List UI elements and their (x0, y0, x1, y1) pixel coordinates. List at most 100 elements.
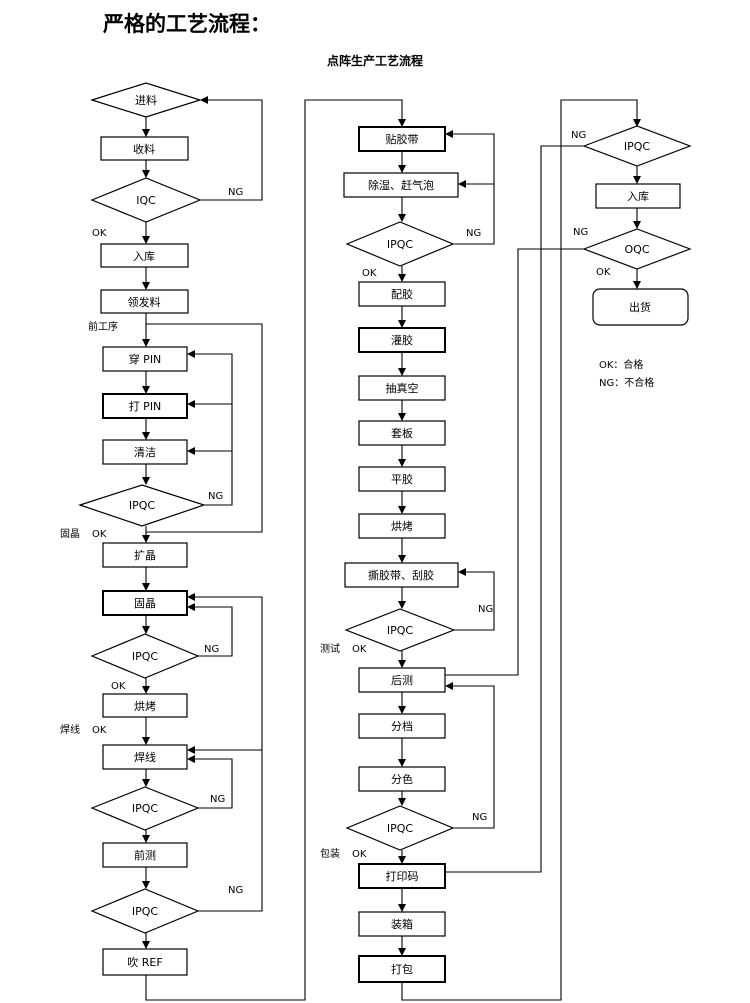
label-test-prefix: 测试 (320, 642, 340, 655)
box-die-bond (102, 590, 188, 616)
label-ng-iqc: NG (228, 187, 243, 198)
label-tear: 撕胶带、刮胶 (368, 568, 434, 582)
label-ng-ipqc-7: NG (472, 812, 487, 823)
label-wire-bond: 焊线 (134, 750, 156, 764)
label-expand: 扩晶 (134, 548, 156, 562)
label-ok-bake: OK (92, 725, 107, 736)
label-ng-oqc: NG (573, 227, 588, 238)
label-blow: 吹 REF (127, 956, 162, 969)
label-ipqc-8: IPQC (624, 140, 651, 153)
flow-labels: NG OK 前工序 NG 固晶 OK NG OK 焊线 OK NG NG NG … (60, 130, 611, 896)
label-ng-ipqc-1: NG (208, 491, 223, 502)
label-ipqc-7: IPQC (387, 822, 414, 835)
label-ng-ipqc-2: NG (204, 644, 219, 655)
label-pour: 灌胶 (391, 333, 413, 347)
label-hit-pin: 打 PIN (129, 399, 162, 413)
label-die-bond-prefix: 固晶 (60, 528, 80, 540)
label-grade: 分档 (391, 719, 413, 733)
label-clean: 清洁 (134, 446, 156, 459)
label-mix: 配胶 (391, 287, 413, 301)
box-pre-test (102, 842, 188, 868)
label-vacuum: 抽真空 (386, 381, 419, 395)
label-front-process: 前工序 (88, 320, 118, 333)
box-receive (100, 136, 189, 161)
label-bake: 烘烤 (134, 699, 156, 713)
box-vacuum (358, 375, 446, 401)
label-ipqc-4: IPQC (132, 905, 159, 918)
connectors-column-1 (142, 96, 406, 1001)
label-wire-bond-prefix: 焊线 (60, 723, 80, 736)
connectors-column-2 (398, 99, 641, 1001)
column-3: IPQC 入库 OQC 出货 (582, 125, 692, 326)
chart-title: 点阵生产工艺流程 (326, 54, 423, 68)
label-print: 打印码 (386, 869, 419, 883)
legend-ng: NG：不合格 (599, 376, 654, 389)
box-pick (100, 289, 189, 314)
box-warehouse-2 (595, 183, 681, 209)
label-ng-ipqc-4: NG (228, 885, 243, 896)
label-warehouse-2: 入库 (627, 190, 649, 203)
label-oqc: OQC (625, 243, 650, 256)
label-warehouse: 入库 (133, 250, 155, 263)
label-die-bond: 固晶 (134, 597, 156, 610)
diamond-oqc (582, 228, 692, 270)
label-box: 装箱 (391, 917, 413, 931)
box-bake (102, 693, 188, 718)
box-pack (358, 955, 446, 983)
label-ok-oqc: OK (596, 267, 611, 278)
label-ok-ipqc-1: OK (92, 529, 107, 540)
page-title: 严格的工艺流程： (103, 12, 271, 36)
label-ipqc-2: IPQC (132, 650, 159, 663)
label-color: 分色 (391, 772, 413, 786)
box-ship (592, 288, 689, 326)
label-ng-ipqc-6: NG (478, 604, 493, 615)
label-ok-ipqc-7: OK (352, 849, 367, 860)
label-tape: 贴胶带 (386, 132, 419, 146)
label-ipqc-5: IPQC (387, 238, 414, 251)
label-flat: 平胶 (391, 472, 413, 486)
box-pour (358, 327, 446, 353)
label-receive: 收料 (133, 142, 155, 156)
label-ipqc-3: IPQC (132, 802, 159, 815)
label-ok-ipqc-6: OK (352, 644, 367, 655)
box-tear (344, 562, 459, 588)
label-pack: 打包 (391, 962, 413, 976)
label-post-test: 后测 (391, 674, 413, 687)
label-ng-ipqc-8: NG (571, 130, 586, 141)
box-color (358, 766, 446, 792)
label-pre-test: 前测 (134, 848, 156, 862)
box-clean (102, 439, 188, 465)
label-pack-prefix: 包装 (320, 847, 340, 860)
column-1: 进料 收料 IQC 入库 领发料 穿 PIN 打 PIN 清洁 IPQC 扩晶 … (78, 82, 406, 1001)
label-pick: 领发料 (128, 295, 161, 309)
label-iqc: IQC (136, 194, 156, 207)
label-ng-ipqc-3: NG (210, 794, 225, 805)
label-ok-iqc: OK (92, 228, 107, 239)
label-ok-ipqc-2: OK (111, 681, 126, 692)
box-wire-bond (102, 744, 188, 770)
legend-ok: OK：合格 (599, 358, 643, 371)
box-expand (102, 542, 188, 568)
label-bake-2: 烘烤 (391, 519, 413, 533)
label-plate: 套板 (391, 426, 413, 440)
box-bake-2 (358, 513, 446, 539)
label-pin: 穿 PIN (129, 352, 162, 366)
legend: OK：合格 NG：不合格 (599, 358, 654, 389)
label-ok-ipqc-5: OK (362, 268, 377, 279)
label-ipqc-6: IPQC (387, 624, 414, 637)
label-ship: 出货 (629, 300, 651, 314)
box-grade (358, 713, 446, 739)
box-dehumid (343, 172, 459, 198)
label-dehumid: 除湿、赶气泡 (368, 178, 434, 192)
diamond-ipqc-8 (582, 125, 692, 167)
label-ng-ipqc-5: NG (466, 228, 481, 239)
label-incoming: 进料 (135, 93, 157, 107)
box-pin (102, 346, 188, 372)
box-warehouse (100, 243, 189, 268)
column-2: 贴胶带 除湿、赶气泡 IPQC 配胶 灌胶 抽真空 套板 平胶 烘烤 撕胶带、刮… (343, 99, 641, 1001)
box-hit-pin (102, 393, 188, 419)
box-blow (102, 948, 188, 976)
box-box (358, 911, 446, 937)
label-ipqc-1: IPQC (129, 499, 156, 512)
